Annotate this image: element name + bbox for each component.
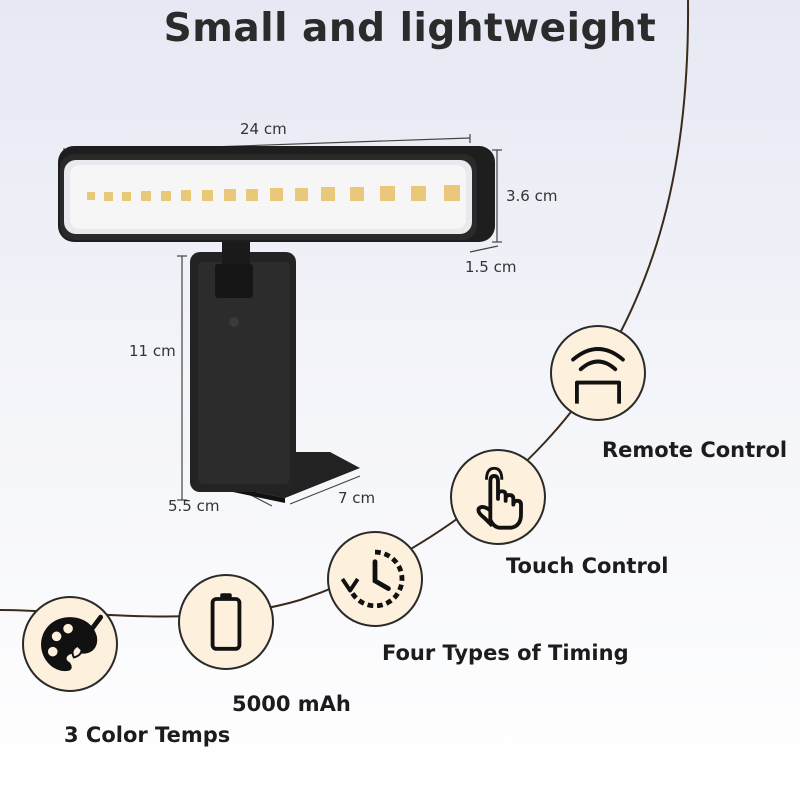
- feature-label-timing: Four Types of Timing: [382, 641, 629, 665]
- dimension-width-label: 24 cm: [240, 120, 287, 138]
- feature-label-touch: Touch Control: [506, 554, 669, 578]
- touch-hand-icon: [476, 466, 523, 530]
- feature-circle-touch: [450, 449, 546, 545]
- dimension-depth-label: 1.5 cm: [465, 258, 517, 276]
- feature-label-remote: Remote Control: [602, 438, 788, 462]
- feature-label-palette: 3 Color Temps: [64, 723, 231, 747]
- dimension-height-label: 3.6 cm: [506, 187, 558, 205]
- dimension-base-width-label: 5.5 cm: [168, 497, 220, 515]
- dimension-stand-height-label: 11 cm: [129, 342, 176, 360]
- remote-signal-icon: [571, 347, 625, 404]
- battery-icon: [210, 593, 242, 651]
- palette-icon: [41, 614, 104, 672]
- page-title: Small and lightweight: [163, 6, 657, 51]
- dimension-base-depth-label: 7 cm: [338, 489, 376, 507]
- feature-label-battery: 5000 mAh: [232, 692, 351, 716]
- led-row: [87, 185, 460, 201]
- timer-clock-icon: [340, 549, 405, 609]
- feature-circle-battery: [178, 574, 274, 670]
- feature-circle-timing: [327, 531, 423, 627]
- feature-circle-palette: [22, 596, 118, 692]
- feature-circle-remote: [550, 325, 646, 421]
